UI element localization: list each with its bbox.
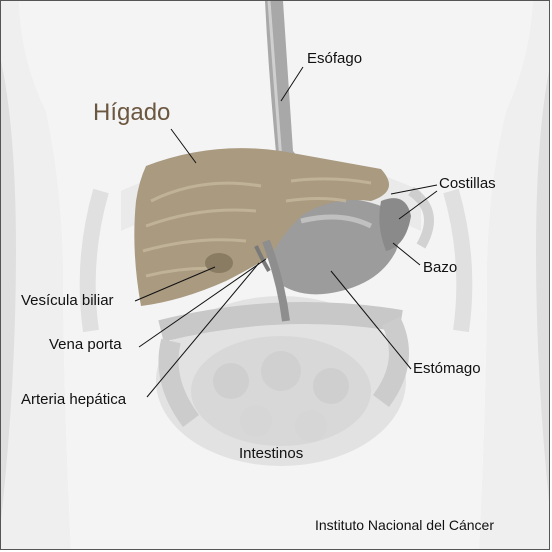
label-costillas: Costillas: [439, 175, 496, 192]
label-esofago: Esófago: [307, 50, 363, 67]
portal-vein: [262, 239, 290, 322]
diagram-title: Hígado: [93, 99, 171, 126]
torso-left-side: [1, 1, 71, 549]
label-estomago: Estómago: [413, 360, 481, 377]
leader-vesicula: [134, 266, 216, 302]
leader-costillas-2: [398, 190, 438, 220]
esophagus: [265, 1, 301, 163]
leader-esofago: [280, 66, 304, 102]
leader-higado: [170, 128, 197, 164]
leader-estomago: [330, 270, 412, 370]
label-vesicula: Vesícula biliar: [21, 292, 114, 309]
leader-arteria: [146, 262, 260, 398]
leader-costillas-1: [390, 184, 438, 195]
liver: [134, 148, 389, 306]
label-intestinos: Intestinos: [239, 445, 304, 462]
label-bazo: Bazo: [423, 259, 458, 276]
leader-bazo: [392, 242, 421, 266]
hepatic-artery: [254, 245, 271, 273]
leader-vena: [138, 258, 267, 348]
label-arteria: Arteria hepática: [21, 391, 127, 408]
torso-right-side: [479, 1, 549, 549]
spleen: [379, 198, 411, 251]
label-vena-porta: Vena porta: [49, 336, 122, 353]
credit-text: Instituto Nacional del Cáncer: [315, 517, 494, 533]
